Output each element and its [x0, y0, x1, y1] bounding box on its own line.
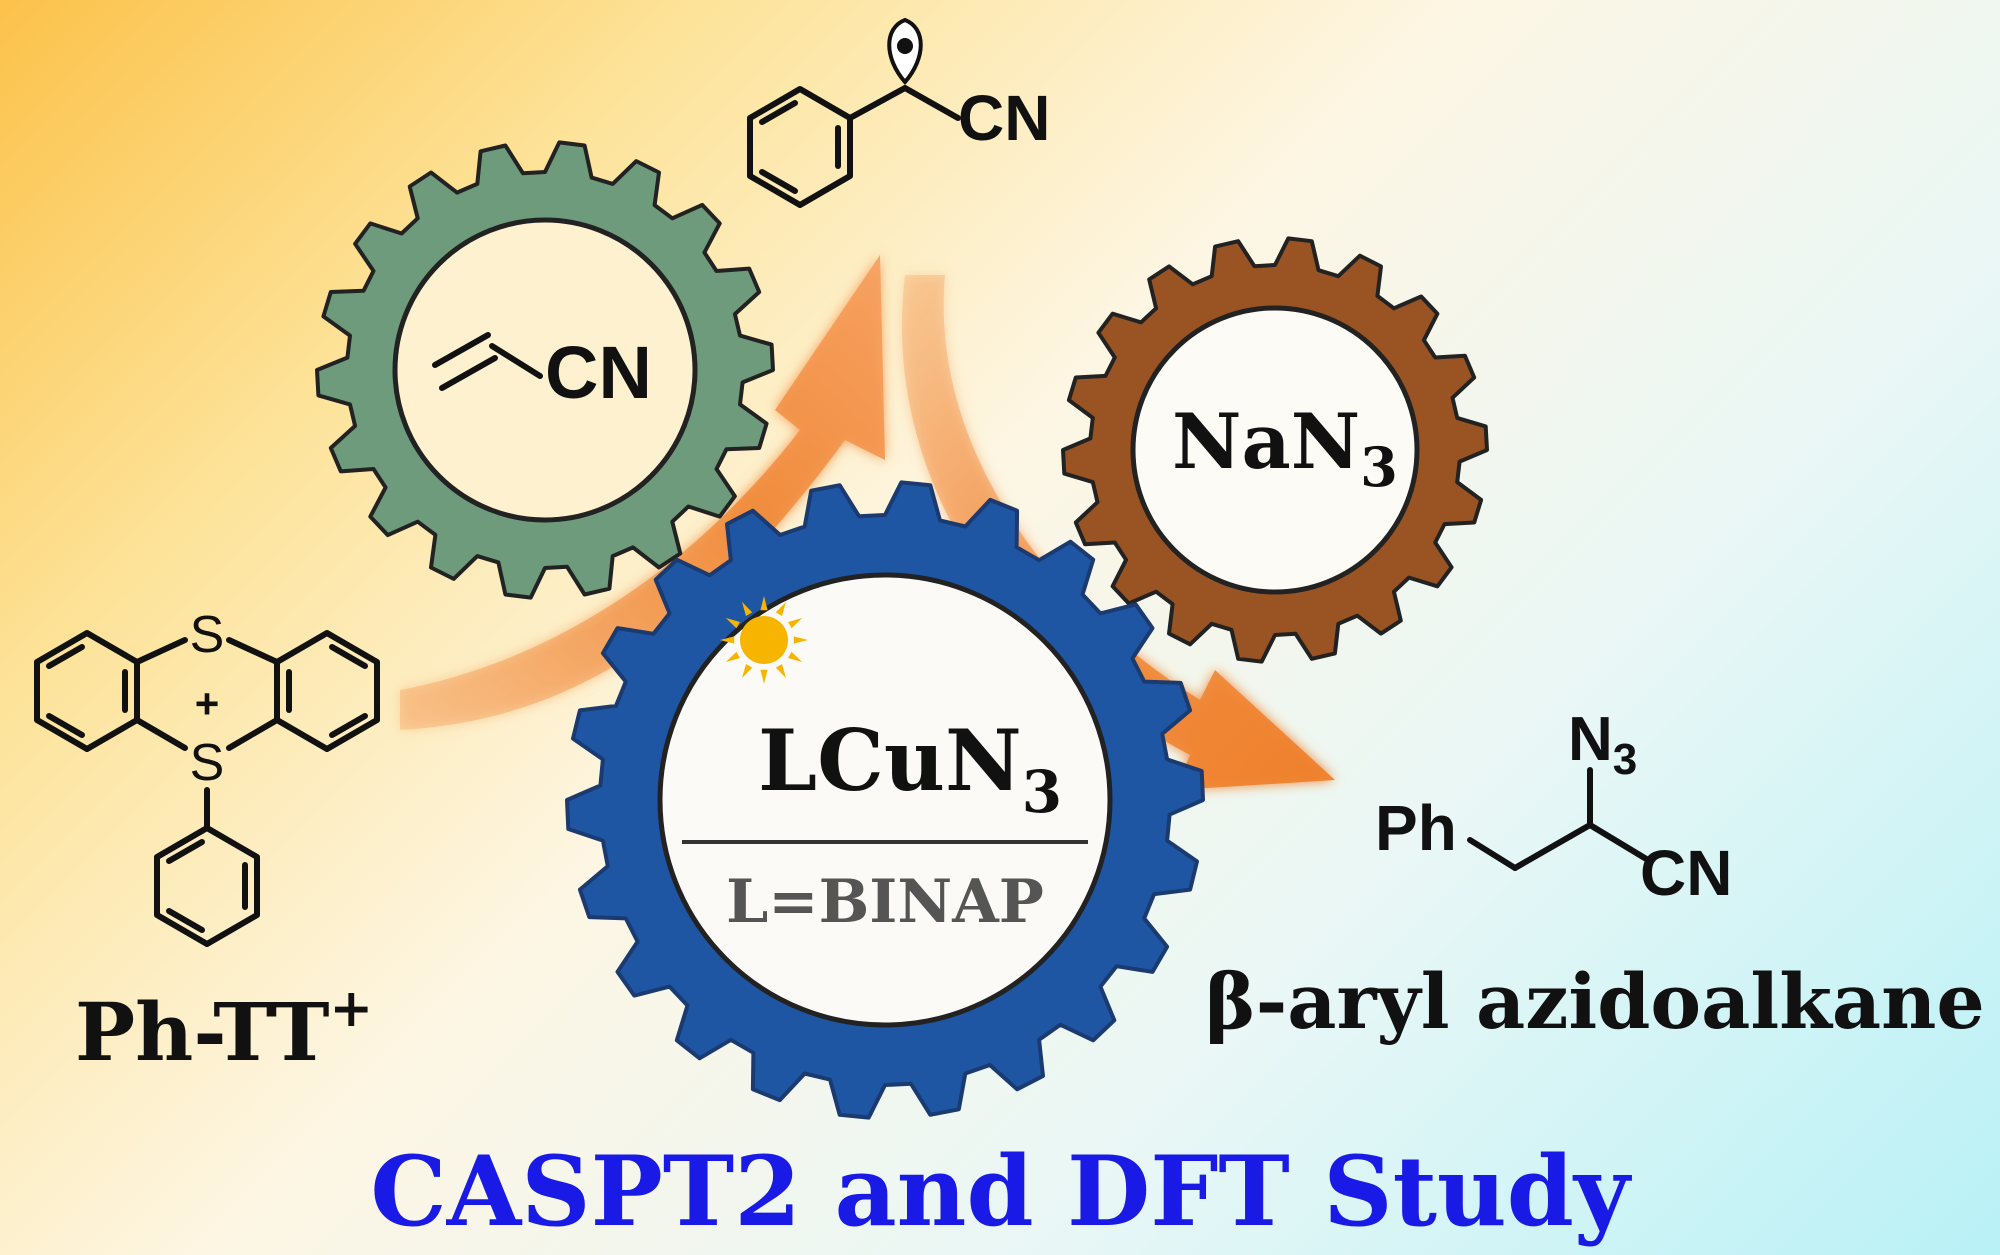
- acrylonitrile-cn-label: CN: [545, 331, 652, 414]
- catalyst-label: LCuN3: [758, 711, 1062, 826]
- study-title: CASPT2 and DFT Study: [370, 1135, 1632, 1248]
- sodium-azide-label: NaN3: [1172, 397, 1398, 499]
- radical-dot-icon: [887, 17, 923, 86]
- product-cn-label: CN: [1640, 837, 1732, 909]
- product-structure: [1467, 767, 1651, 871]
- radical-structure: [747, 85, 961, 208]
- thianthrenium-structure: [34, 630, 380, 947]
- sulfonium-charge: +: [195, 680, 220, 727]
- sulfur-top-label: S: [190, 606, 225, 664]
- acrylonitrile-gear: [315, 140, 775, 600]
- sun-icon: [720, 596, 808, 684]
- product-name-label: β-aryl azidoalkane: [1205, 957, 1985, 1046]
- radical-cn-label: CN: [958, 82, 1050, 154]
- starting-material-label: Ph-TT+: [75, 978, 373, 1079]
- product-azide-label: N3: [1568, 705, 1637, 784]
- sodium-azide-gear: [1061, 236, 1489, 664]
- ligand-label: L=BINAP: [726, 867, 1044, 937]
- product-ph-label: Ph: [1375, 792, 1457, 864]
- acrylonitrile-structure: [432, 332, 543, 391]
- sulfur-bottom-label: S: [190, 734, 225, 792]
